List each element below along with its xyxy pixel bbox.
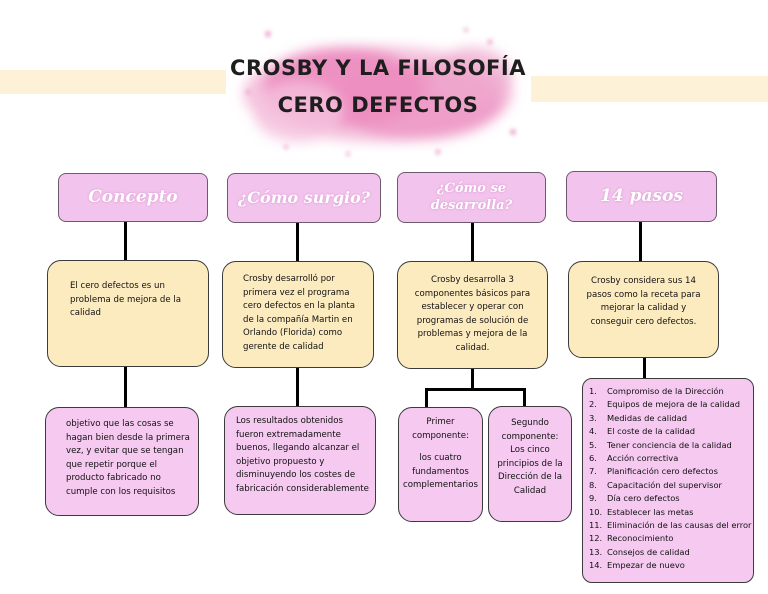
step-item: 13.Consejos de calidad (589, 546, 690, 557)
second-component-box: Segundo componente: Los cinco principios… (488, 406, 572, 522)
header-como-surgio: ¿Cómo surgio? (227, 173, 381, 223)
header-14-pasos-label: 14 pasos (600, 186, 683, 207)
header-como-se-desarrolla: ¿Cómo se desarrolla? (397, 172, 546, 223)
title-line-2: CERO DEFECTOS (277, 93, 479, 117)
concept-box: El cero defectos es un problema de mejor… (47, 260, 209, 367)
header-como-se-desarrolla-label: ¿Cómo se desarrolla? (430, 180, 513, 213)
left-band (0, 70, 226, 94)
header-14-pasos: 14 pasos (566, 171, 717, 222)
second-component-title: Segundo componente: (501, 418, 559, 442)
connector-3e (523, 388, 526, 408)
header-como-surgio-label: ¿Cómo surgio? (237, 187, 371, 207)
fourteen-steps-text: Crosby considera sus 14 pasos como la re… (586, 276, 701, 327)
origin-text: Crosby desarrolló por primera vez el pro… (243, 274, 356, 352)
steps-list-box: 1.Compromiso de la Dirección 2.Equipos d… (582, 378, 754, 583)
step-item: 7.Planificación cero defectos (589, 466, 718, 477)
step-item: 12.Reconocimiento (589, 533, 674, 544)
fourteen-steps-box: Crosby considera sus 14 pasos como la re… (568, 261, 719, 358)
connector-2b (296, 368, 299, 406)
connector-3d (425, 388, 428, 408)
objective-box: objetivo que las cosas se hagan bien des… (45, 407, 199, 516)
connector-3c (425, 388, 526, 391)
header-concepto-label: Concepto (88, 187, 178, 208)
results-text: Los resultados obtenidos fueron extremad… (236, 416, 369, 494)
header-concepto: Concepto (58, 173, 208, 222)
connector-2a (296, 223, 299, 261)
splash-dots (246, 28, 516, 156)
step-item: 8.Capacitación del supervisor (589, 479, 722, 490)
step-item: 5.Tener conciencia de la calidad (589, 439, 732, 450)
connector-1a (124, 222, 127, 260)
development-text: Crosby desarrolla 3 componentes básicos … (414, 275, 531, 353)
origin-box: Crosby desarrolló por primera vez el pro… (222, 261, 374, 368)
development-box: Crosby desarrolla 3 componentes básicos … (397, 261, 548, 369)
connector-1b (124, 367, 127, 407)
step-item: 2.Equipos de mejora de la calidad (589, 399, 740, 410)
results-box: Los resultados obtenidos fueron extremad… (224, 406, 376, 515)
title-line-1: CROSBY Y LA FILOSOFÍA (230, 56, 526, 80)
connector-3a (471, 223, 474, 261)
splash-body (243, 46, 513, 142)
first-component-title: Primer componente: (412, 417, 469, 441)
step-item: 14.Empezar de nuevo (589, 560, 685, 571)
step-item: 9.Día cero defectos (589, 493, 680, 504)
step-item: 6.Acción correctiva (589, 453, 679, 464)
first-component-body: los cuatro fundamentos complementarios (403, 453, 478, 490)
objective-text: objetivo que las cosas se hagan bien des… (66, 419, 190, 497)
step-item: 10.Establecer las metas (589, 506, 694, 517)
step-item: 3.Medidas de calidad (589, 412, 688, 423)
step-item: 11.Eliminación de las causas del error (589, 520, 752, 531)
step-item: 4.El coste de la calidad (589, 426, 696, 437)
connector-4a (639, 222, 642, 261)
connector-4b (643, 358, 646, 378)
second-component-body: Los cinco principios de la Dirección de … (497, 445, 563, 496)
watercolor-splash (243, 28, 516, 156)
connector-3b (471, 369, 474, 389)
first-component-box: Primer componente: los cuatro fundamento… (398, 407, 483, 522)
steps-list: 1.Compromiso de la Dirección 2.Equipos d… (589, 385, 753, 573)
right-band (531, 76, 768, 102)
concept-text: El cero defectos es un problema de mejor… (70, 281, 181, 318)
step-item: 1.Compromiso de la Dirección (589, 386, 724, 396)
